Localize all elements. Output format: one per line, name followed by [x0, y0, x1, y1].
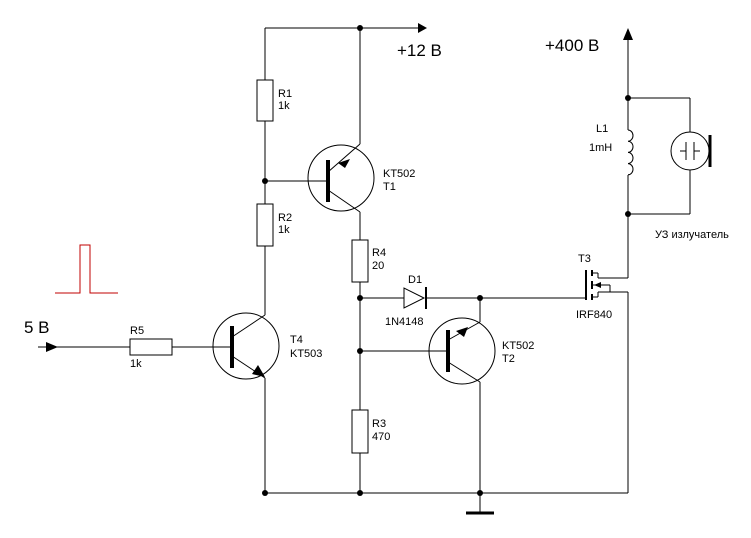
t2-ref: T2: [502, 353, 515, 365]
resistor-r2: R2 1k: [256, 203, 292, 247]
r5-value: 1k: [130, 358, 142, 370]
r4-value: 20: [372, 260, 384, 272]
t1-part: KT502: [383, 168, 415, 180]
l1-value: 1mH: [589, 142, 612, 154]
d1-ref: D1: [408, 274, 422, 286]
resistor-r5: R5 1k: [129, 325, 173, 370]
inductor-l1: L1 1mH: [589, 123, 634, 176]
transistor-t1: KT502 T1: [307, 143, 415, 213]
t2-part: KT502: [502, 340, 534, 352]
r1-value: 1k: [278, 100, 290, 112]
t4-ref: T4: [290, 334, 303, 346]
input-pulse-waveform: [55, 244, 118, 294]
rail-arrows: [46, 23, 633, 352]
r3-value: 470: [372, 431, 390, 443]
d1-part: 1N4148: [385, 316, 424, 328]
r4-ref: R4: [372, 247, 386, 259]
l1-ref: L1: [596, 123, 608, 135]
junctions: [262, 25, 631, 496]
diode-d1: D1 1N4148: [385, 274, 427, 328]
t3-part: IRF840: [576, 309, 612, 321]
wires: [38, 27, 691, 515]
t1-ref: T1: [383, 181, 396, 193]
r2-ref: R2: [278, 212, 292, 224]
transistor-t2: KT502 T2: [428, 317, 534, 385]
rail-12v-label: +12 В: [397, 41, 442, 60]
resistor-r1: R1 1k: [256, 79, 292, 122]
input-5v-label: 5 В: [24, 318, 50, 337]
resistor-r4: R4 20: [351, 239, 386, 283]
r3-ref: R3: [372, 418, 386, 430]
transistor-t4: T4 KT503: [212, 312, 322, 380]
r2-value: 1k: [278, 224, 290, 236]
rail-400v-label: +400 В: [545, 36, 599, 55]
r5-ref: R5: [130, 325, 144, 337]
ultrasonic-emitter: УЗ излучатель: [655, 131, 729, 241]
mosfet-t3: T3 IRF840: [576, 253, 612, 321]
t4-part: KT503: [290, 348, 322, 360]
t3-ref: T3: [578, 253, 591, 265]
r1-ref: R1: [278, 88, 292, 100]
emitter-label: УЗ излучатель: [655, 229, 729, 241]
resistor-r3: R3 470: [351, 409, 390, 454]
